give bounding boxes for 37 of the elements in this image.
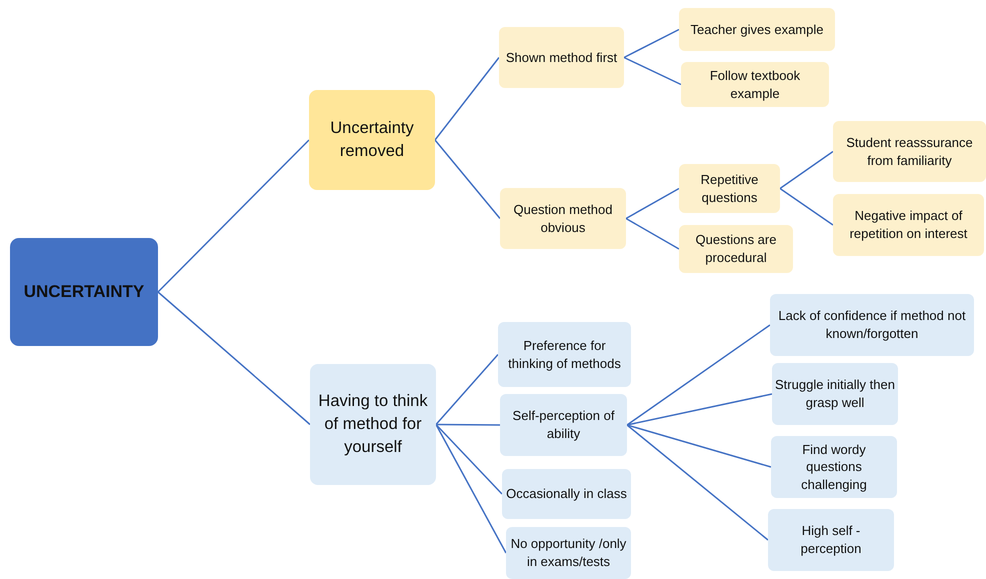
connector-line [626, 424, 768, 541]
connector-line [626, 218, 680, 250]
connector-line [780, 188, 834, 226]
connector-line [626, 393, 772, 426]
connector-line [626, 424, 772, 468]
theme-box: Having to think of method for yourself [310, 364, 436, 485]
subtheme-box: Question method obvious [500, 188, 626, 249]
subtheme-box: Occasionally in class [502, 469, 631, 519]
connector-line [434, 140, 501, 219]
connector-line [436, 424, 500, 426]
connector-line [435, 354, 499, 425]
subtheme-box: Student reasssurance from familiarity [833, 121, 986, 182]
subtheme-box: Negative impact of repetition on interest [833, 194, 984, 256]
subtheme-box: Struggle initially then grasp well [772, 363, 898, 425]
connector-line [780, 150, 834, 190]
subtheme-box: No opportunity /only in exams/tests [506, 527, 631, 579]
subtheme-box: Find wordy questions challenging [771, 436, 897, 498]
connector-line [624, 28, 680, 58]
subtheme-box: Shown method first [499, 27, 624, 88]
subtheme-box: Lack of confidence if method not known/forgotten [770, 294, 974, 356]
connector-line [435, 424, 503, 495]
subtheme-box: Repetitive questions [679, 164, 780, 213]
subtheme-box: High self - perception [768, 509, 894, 571]
subtheme-box: Teacher gives example [679, 8, 835, 51]
root-topic-box: UNCERTAINTY [10, 238, 158, 346]
subtheme-box: Follow textbook example [681, 62, 829, 107]
connector-line [158, 291, 310, 426]
subtheme-box: Self-perception of ability [500, 394, 627, 456]
connector-line [434, 57, 500, 140]
connector-line [435, 424, 507, 554]
connector-line [157, 139, 310, 293]
connector-line [624, 56, 682, 86]
subtheme-box: Questions are procedural [679, 225, 793, 273]
subtheme-box: Preference for thinking of methods [498, 322, 631, 387]
connector-line [626, 188, 680, 220]
connector-line [626, 324, 770, 426]
theme-box: Uncertainty removed [309, 90, 435, 190]
